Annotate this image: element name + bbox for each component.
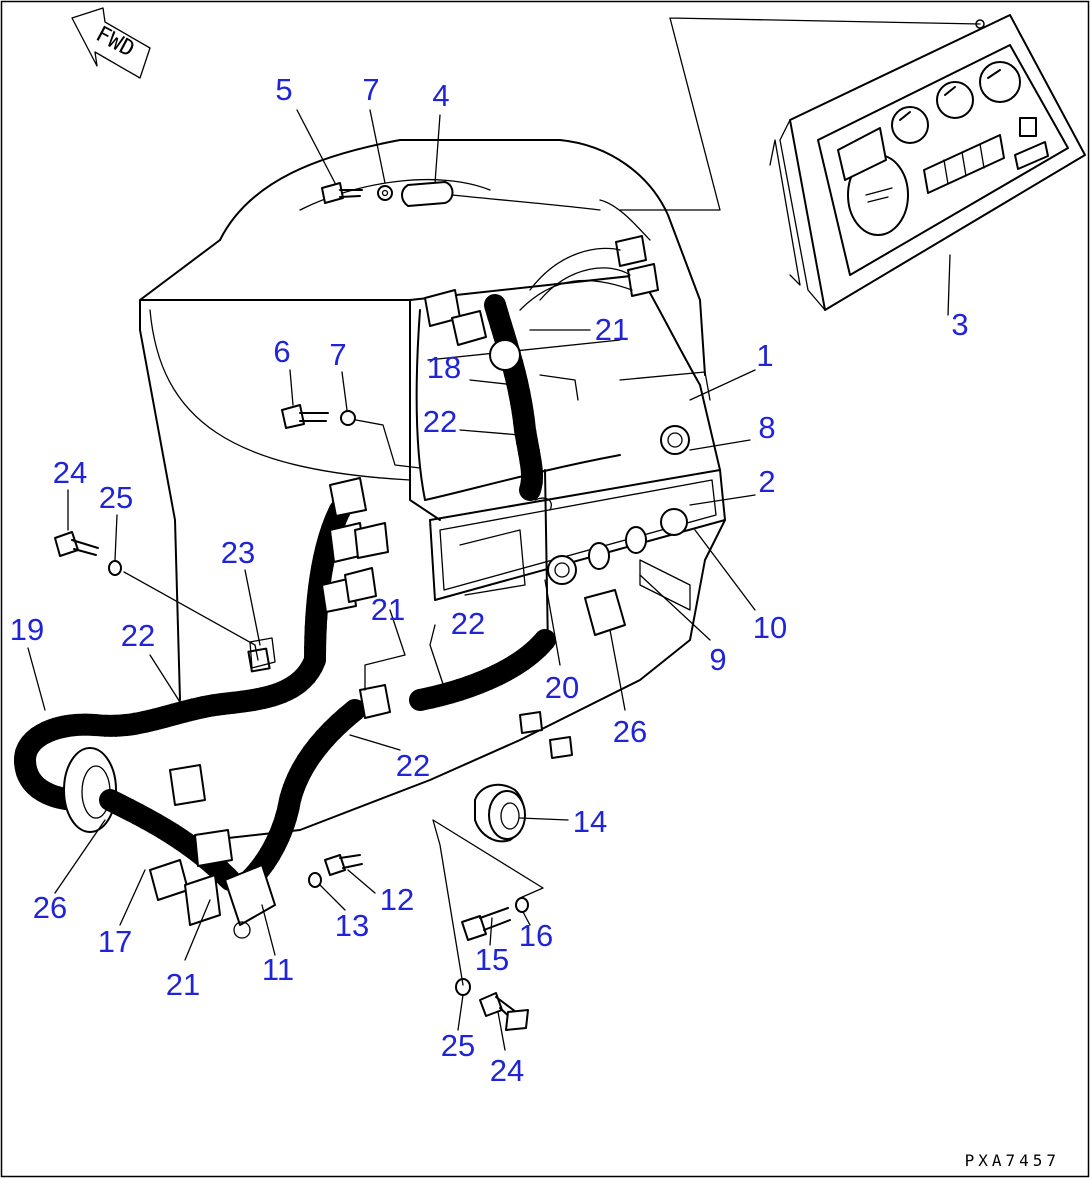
callout-22-left: 22 bbox=[121, 618, 155, 653]
wiring-harness bbox=[13, 477, 573, 939]
washer-25-icon bbox=[108, 560, 122, 576]
callout-15: 15 bbox=[475, 942, 509, 977]
callout-22-low: 22 bbox=[396, 748, 430, 783]
callout-14: 14 bbox=[573, 804, 607, 839]
knob-switches bbox=[547, 425, 691, 636]
switch-10-icon bbox=[660, 508, 688, 536]
callout-8: 8 bbox=[758, 410, 775, 445]
callout-24: 24 bbox=[53, 455, 87, 490]
callout-25: 25 bbox=[99, 480, 133, 515]
switch-panel bbox=[209, 384, 726, 841]
callout-21-mid: 21 bbox=[371, 592, 405, 627]
callout-22-top: 22 bbox=[423, 404, 457, 439]
fwd-arrow-icon: FWD bbox=[71, 7, 151, 79]
callout-labels: 5 7 4 3 21 18 6 7 22 1 8 2 24 25 23 21 2… bbox=[10, 72, 969, 1088]
washer-7-icon bbox=[377, 185, 393, 201]
console-cover bbox=[139, 139, 711, 701]
callout-19: 19 bbox=[10, 612, 44, 647]
callout-26-left: 26 bbox=[33, 890, 67, 925]
callout-23: 23 bbox=[221, 535, 255, 570]
callout-21-low: 21 bbox=[166, 967, 200, 1002]
washer-16-icon bbox=[515, 897, 529, 913]
bolt-12-icon bbox=[324, 854, 346, 876]
switch-9-icon bbox=[625, 526, 647, 554]
fwd-label: FWD bbox=[92, 22, 139, 63]
connector-26-icon bbox=[584, 589, 626, 636]
callout-13: 13 bbox=[335, 908, 369, 943]
callout-7b: 7 bbox=[329, 337, 346, 372]
washer-7b-icon bbox=[340, 410, 356, 426]
starter-switch-icon bbox=[547, 555, 577, 585]
callout-18: 18 bbox=[427, 350, 461, 385]
callout-21-top: 21 bbox=[595, 312, 629, 347]
callout-17: 17 bbox=[98, 924, 132, 959]
mounting-bolts-top bbox=[281, 181, 601, 469]
bolt-5-icon bbox=[321, 182, 344, 204]
washer-13-icon bbox=[308, 872, 322, 888]
bolt-6-icon bbox=[281, 404, 305, 429]
callout-25b: 25 bbox=[441, 1028, 475, 1063]
callout-16: 16 bbox=[519, 918, 553, 953]
relay-11-icon bbox=[224, 864, 276, 926]
callout-6: 6 bbox=[273, 334, 290, 369]
monitor-panel bbox=[619, 14, 1086, 311]
callout-7: 7 bbox=[362, 72, 379, 107]
callout-12: 12 bbox=[380, 882, 414, 917]
callout-2: 2 bbox=[758, 464, 775, 499]
leader-lines bbox=[27, 109, 951, 1051]
callout-22-mid: 22 bbox=[451, 606, 485, 641]
callout-10: 10 bbox=[753, 610, 787, 645]
callout-4: 4 bbox=[432, 78, 449, 113]
callout-11: 11 bbox=[262, 952, 294, 987]
bolt-15-icon bbox=[461, 915, 487, 941]
callout-26-right: 26 bbox=[613, 714, 647, 749]
bolt-24-icon bbox=[54, 531, 79, 557]
callout-5: 5 bbox=[275, 72, 292, 107]
lower-fasteners bbox=[54, 531, 544, 1031]
upper-connectors bbox=[424, 235, 659, 501]
callout-20: 20 bbox=[545, 670, 579, 705]
callout-1: 1 bbox=[756, 338, 773, 373]
callout-24b: 24 bbox=[490, 1053, 524, 1088]
callout-3: 3 bbox=[951, 307, 968, 342]
spacer-4-icon bbox=[401, 181, 454, 207]
buzzer-14-icon bbox=[474, 783, 526, 843]
switch-8-icon bbox=[660, 425, 690, 455]
callout-9: 9 bbox=[709, 642, 726, 677]
drawing-code: PXA7457 bbox=[964, 1151, 1060, 1170]
